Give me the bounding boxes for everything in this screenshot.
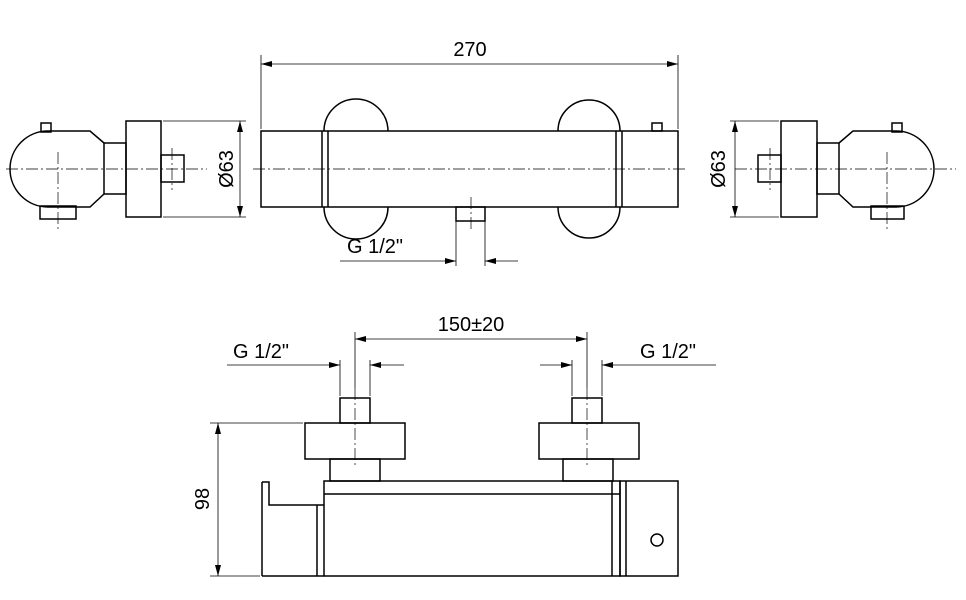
outlet-thread-label: G 1/2" — [347, 236, 403, 258]
right-side-view: Ø63 — [708, 120, 956, 232]
left-side-view: Ø63 — [6, 120, 246, 232]
diameter-left-label: Ø63 — [216, 150, 238, 188]
thread-left-label: G 1/2" — [233, 341, 289, 363]
thread-right-label: G 1/2" — [640, 341, 696, 363]
height-label: 98 — [192, 488, 214, 510]
diameter-right-label: Ø63 — [708, 150, 730, 188]
front-view: 270 G 1/2" — [253, 39, 688, 266]
overall-length-label: 270 — [453, 39, 486, 61]
center-distance-label: 150±20 — [438, 314, 505, 336]
bottom-view: 150±20 G 1/2" G 1/2" 98 — [192, 314, 716, 577]
